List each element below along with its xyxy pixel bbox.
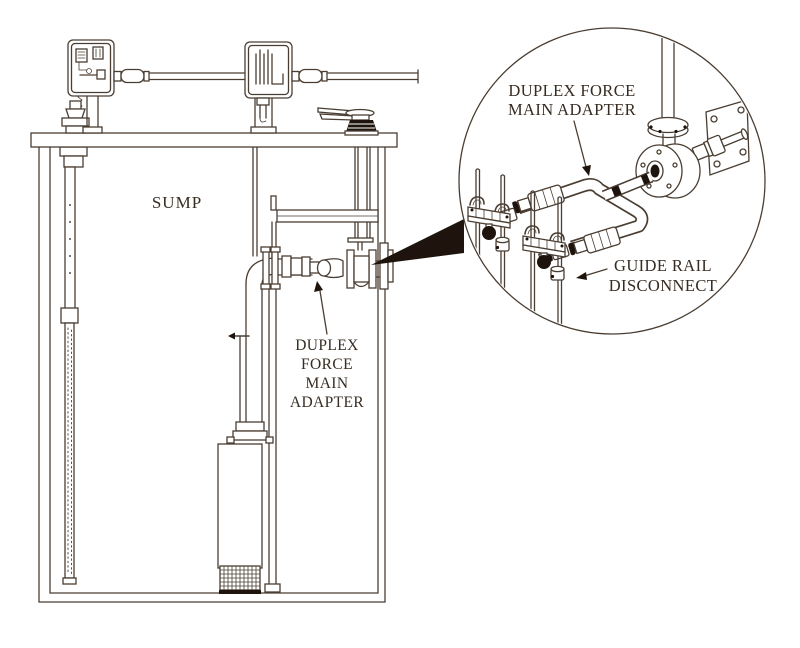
detail-discharge-pipe xyxy=(647,29,689,148)
detail-adapter-label: DUPLEX FORCE MAIN ADAPTER xyxy=(508,81,636,176)
main-adapter-label: DUPLEX FORCE MAIN ADAPTER xyxy=(290,281,365,411)
in-tank-rails-and-pipe xyxy=(252,146,371,257)
detail-adapter-arrow-line xyxy=(573,120,587,168)
main-adapter-label-line4: ADAPTER xyxy=(290,394,365,411)
lever-valve xyxy=(317,107,379,136)
main-adapter-label-line2: FORCE xyxy=(301,356,353,373)
main-adapter-arrow-line xyxy=(319,290,328,335)
guide-rail-to-floor xyxy=(264,285,281,593)
detail-adapter-arrowhead xyxy=(582,165,591,176)
tank-lid xyxy=(30,132,398,148)
callout-wedge xyxy=(371,219,464,265)
pump-strainer-hatch xyxy=(219,565,261,591)
main-adapter-label-line3: MAIN xyxy=(306,375,349,392)
detail-circle xyxy=(458,27,766,335)
detail-guide-rail-label: GUIDE RAIL DISCONNECT xyxy=(576,256,717,295)
detail-guide-rail-label-line1: GUIDE RAIL xyxy=(614,256,712,275)
detail-circle-content: DUPLEX FORCE MAIN ADAPTER GUIDE RAIL DIS… xyxy=(467,29,750,333)
detail-guide-rail-arrow-line xyxy=(583,268,608,277)
main-adapter-label-line1: DUPLEX xyxy=(295,337,359,354)
conduit-run-2 xyxy=(291,68,419,84)
control-box-2 xyxy=(244,41,293,134)
sump-tank xyxy=(38,146,386,603)
detail-guide-rail-label-line2: DISCONNECT xyxy=(609,276,718,295)
pump-riser-and-elbow xyxy=(228,257,279,423)
discharge-assembly xyxy=(277,255,344,279)
detail-guide-rail-arrowhead xyxy=(576,272,587,280)
conduit-run-1 xyxy=(113,68,246,84)
detail-adapter-label-line1: DUPLEX FORCE xyxy=(508,81,635,100)
main-adapter-arrowhead xyxy=(314,281,323,292)
sensor-lid-fitting xyxy=(61,93,90,134)
control-box-1 xyxy=(67,39,115,134)
detail-flange-disc xyxy=(635,143,701,199)
sump-label: SUMP xyxy=(152,193,202,212)
rail-disconnect-flange xyxy=(260,246,281,290)
level-sensor-rod xyxy=(59,146,88,585)
detail-adapter-label-line2: MAIN ADAPTER xyxy=(508,100,636,119)
submersible-pump xyxy=(217,421,274,594)
gate-valve xyxy=(346,237,377,289)
